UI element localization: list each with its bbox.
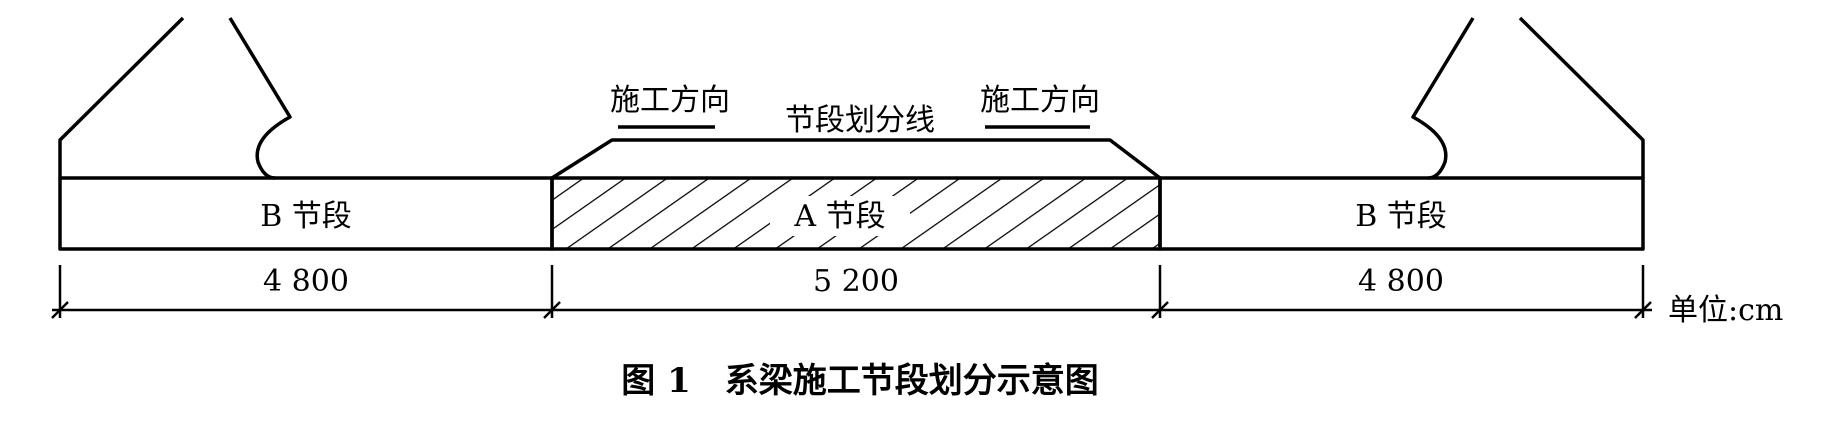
segment-label: B 节段 bbox=[1355, 199, 1447, 234]
division-line bbox=[551, 138, 1162, 180]
segment-b-right bbox=[1158, 176, 1645, 251]
right-pier-outline bbox=[1411, 16, 1645, 180]
unit-label: 单位:cm bbox=[1668, 293, 1783, 328]
division-line-label: 节段划分线 bbox=[785, 103, 935, 138]
left-pier-outline bbox=[58, 16, 292, 180]
dimension-value: 4 800 bbox=[1358, 264, 1444, 299]
direction-label-left: 施工方向 bbox=[610, 83, 730, 118]
direction-label-right: 施工方向 bbox=[980, 83, 1100, 118]
division-line-label-bg bbox=[765, 95, 955, 137]
figure-caption: 图 1 系梁施工节段划分示意图 bbox=[621, 361, 1099, 401]
dimension-value: 5 200 bbox=[813, 264, 899, 299]
dimension-ticks bbox=[51, 265, 1652, 319]
dimension-value: 4 800 bbox=[263, 264, 349, 299]
segment-a-label-bg bbox=[770, 196, 910, 236]
segment-label: A 节段 bbox=[793, 199, 885, 234]
segment-label: B 节段 bbox=[260, 199, 352, 234]
